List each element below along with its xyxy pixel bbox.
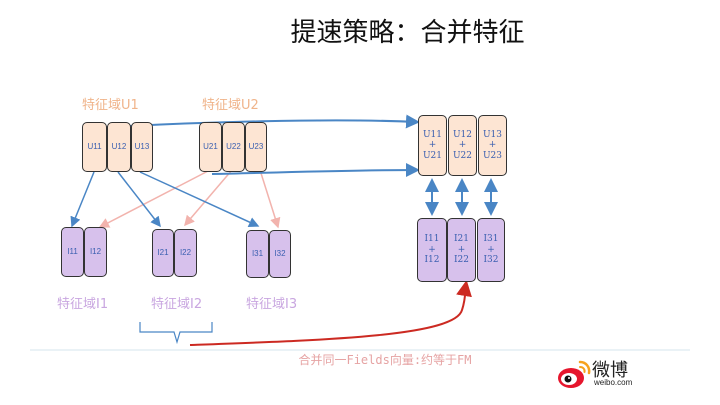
edge-u13-i31 (139, 171, 260, 228)
field-box-i32: I32 (269, 230, 291, 278)
field-box-u11: U11 (82, 122, 107, 172)
diagram-caption: 合并同一Fields向量:约等于FM (298, 353, 472, 367)
weibo-eye-icon (558, 360, 591, 388)
item-group-label-i2: 特征域I2 (151, 297, 203, 312)
field-box-u23: U23 (245, 122, 267, 172)
field-box-u13: U13 (131, 122, 153, 172)
bracket-i2 (139, 322, 213, 345)
field-box-u12: U12 (107, 122, 131, 172)
merged-user-box-3: U13 + U23 (478, 115, 507, 176)
field-box-u22: U22 (222, 122, 245, 172)
field-box-i11: I11 (61, 227, 84, 277)
user-group-label-u2: 特征域U2 (202, 98, 259, 113)
merged-item-box-2: I21 + I22 (447, 218, 476, 282)
merged-item-box-3: I31 + I32 (477, 218, 505, 282)
field-box-i31: I31 (246, 230, 269, 278)
field-box-i22: I22 (174, 229, 197, 277)
edge-u21-i12 (98, 169, 211, 228)
edge-u11-i11 (70, 171, 95, 228)
field-box-u21: U21 (199, 122, 222, 172)
user-group-label-u1: 特征域U1 (82, 98, 139, 113)
item-group-label-i1: 特征域I1 (57, 297, 109, 312)
field-box-i12: I12 (84, 227, 107, 277)
edge-u23-i32 (259, 169, 281, 229)
red-curve-arrow (189, 280, 472, 346)
merged-user-box-2: U12 + U22 (448, 115, 477, 176)
weibo-logo-text: 微博 (592, 360, 628, 381)
field-box-i21: I21 (152, 229, 174, 277)
merged-user-box-1: U11 + U21 (418, 115, 447, 176)
edge-u12-i21 (117, 171, 161, 228)
weibo-logo: 微博 weibo.com (556, 356, 656, 392)
weibo-logo-url: weibo.com (594, 378, 633, 387)
edge-u22-i22 (184, 169, 233, 227)
page-title: 提速策略：合并特征 (290, 18, 525, 48)
merge-arrow-u2 (211, 163, 420, 178)
merged-item-box-1: I11 + I12 (417, 218, 447, 282)
item-group-label-i3: 特征域I3 (246, 297, 298, 312)
